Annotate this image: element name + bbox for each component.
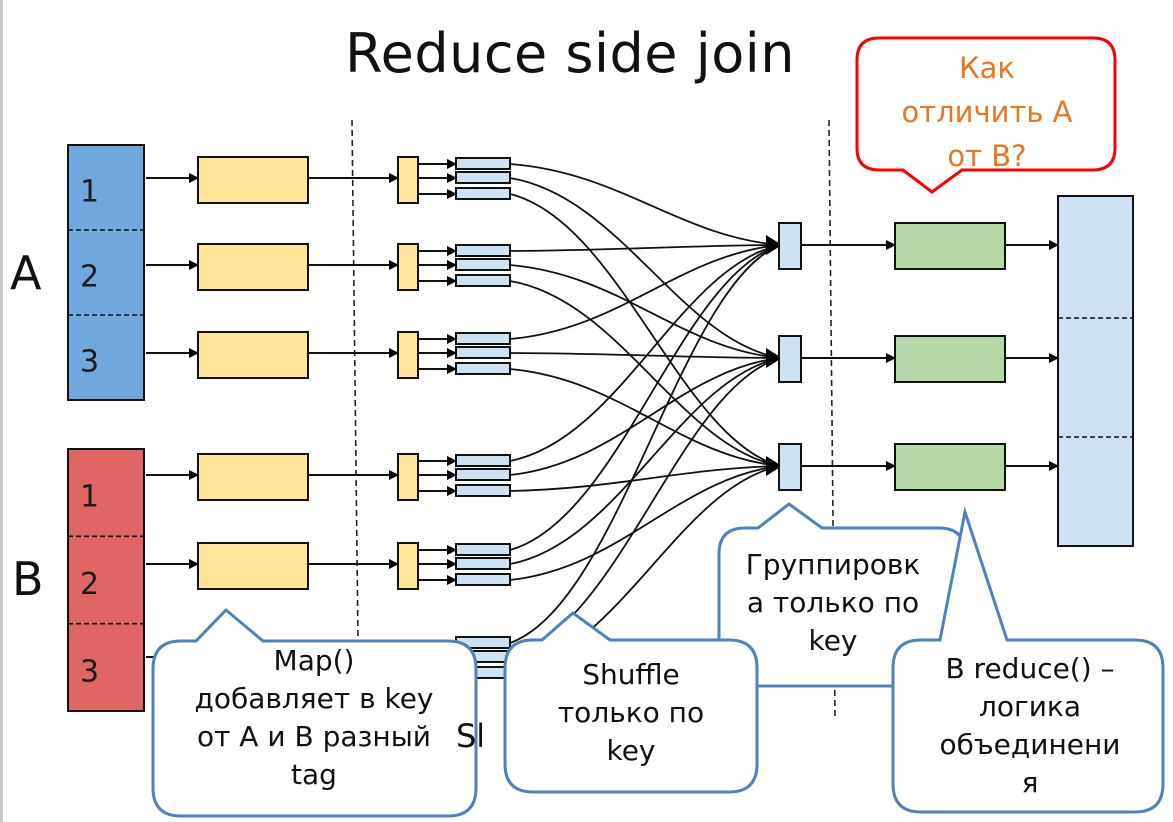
shuffle-line (509, 244, 781, 644)
reducer-input-box (778, 222, 802, 270)
question-line: отличить А (901, 95, 1073, 129)
question-callout-text: Как отличить А от В? (862, 46, 1112, 178)
reducer-input-box (778, 335, 802, 383)
row-number: 3 (80, 654, 99, 689)
merge-arrowhead (766, 348, 782, 368)
shuffle-callout (503, 611, 759, 794)
question-callout (855, 36, 1117, 194)
row-number: 3 (80, 345, 99, 380)
merge-arrowhead (766, 456, 782, 476)
reducer-box (894, 222, 1006, 270)
shuffle-line (509, 193, 781, 467)
partition-box (455, 573, 511, 586)
shuffle-line (509, 357, 781, 565)
map-output-buffer (397, 156, 419, 204)
question-line: от В? (947, 139, 1027, 173)
partition-box (455, 187, 511, 200)
slide-title: Reduce side join (345, 22, 795, 85)
shuffle-line (509, 244, 781, 340)
partition-box (455, 543, 511, 556)
shuffle-callout-line: только по (557, 696, 705, 729)
mapper-box (197, 331, 309, 379)
dataset-a-table (67, 144, 145, 401)
reducer-box (894, 443, 1006, 491)
shuffle-line (509, 465, 781, 581)
shuffle-line (509, 244, 781, 551)
dataset-b-table (67, 448, 145, 712)
shuffle-line (509, 264, 781, 359)
reducer-box (894, 335, 1006, 383)
map-output-buffer (397, 542, 419, 590)
reduce-callout-line: В reduce() – (945, 652, 1115, 685)
dataset-b-label: B (12, 552, 44, 606)
shuffle-line (509, 244, 781, 462)
shuffle-line (509, 357, 781, 476)
map-callout-line: Map() (273, 644, 355, 677)
map-output-buffer (397, 243, 419, 291)
reduce-callout-line: логика (978, 690, 1081, 723)
shuffle-line (509, 465, 781, 492)
mapper-box (197, 453, 309, 501)
reduce-callout-line: я (1021, 766, 1039, 799)
row-number: 1 (80, 480, 99, 515)
partition-box (455, 258, 511, 271)
map-callout-line: добавляет в key (194, 682, 434, 715)
slide-left-border (0, 0, 3, 822)
map-output-buffer (397, 331, 419, 379)
shuffle-callout-line: key (606, 734, 656, 767)
map-callout-line: от A и B разный (196, 720, 432, 753)
map-callout-text: Map() добавляет в key от A и B разный ta… (155, 642, 473, 794)
shuffle-line (509, 163, 781, 246)
partition-box (455, 484, 511, 497)
reducer-input-box (778, 443, 802, 491)
partition-box (455, 468, 511, 481)
partition-box (455, 332, 511, 345)
grouping-callout-text: Группировк а только по key (722, 546, 944, 660)
partition-box (455, 274, 511, 287)
map-shuffle-separator (351, 119, 359, 641)
shuffle-phase-label-fragment: Sh (456, 717, 482, 755)
dataset-a-label: A (10, 246, 42, 300)
output-table (1057, 195, 1134, 547)
shuffle-line (509, 280, 781, 467)
row-number: 1 (80, 175, 99, 210)
shuffle-line (509, 352, 781, 359)
grouping-callout-line: key (808, 624, 858, 657)
reduce-callout-line: объединени (939, 728, 1121, 761)
partition-box (455, 557, 511, 570)
reduce-callout (891, 506, 1165, 814)
question-line: Как (959, 51, 1015, 85)
row-number: 2 (80, 260, 99, 295)
merge-arrowhead (766, 235, 782, 255)
shuffle-line (509, 177, 781, 359)
mapper-box (197, 243, 309, 291)
mapper-box (197, 156, 309, 204)
partition-box (455, 454, 511, 467)
mapper-box (197, 542, 309, 590)
grouping-callout-line: Группировк (745, 548, 921, 581)
partition-box (455, 157, 511, 170)
map-callout-line: tag (291, 758, 337, 791)
partition-box (455, 244, 511, 257)
partition-box (455, 362, 511, 375)
shuffle-line (509, 244, 781, 252)
reduce-callout-text: В reduce() – логика объединени я (896, 650, 1164, 808)
grouping-callout-line: а только по (746, 586, 920, 619)
shuffle-callout-line: Shuffle (582, 658, 680, 691)
shuffle-callout-text: Shuffle только по key (508, 656, 754, 770)
row-number: 2 (80, 567, 99, 602)
map-callout (151, 607, 478, 818)
map-output-buffer (397, 453, 419, 501)
partition-box (455, 346, 511, 359)
partition-box (455, 171, 511, 184)
